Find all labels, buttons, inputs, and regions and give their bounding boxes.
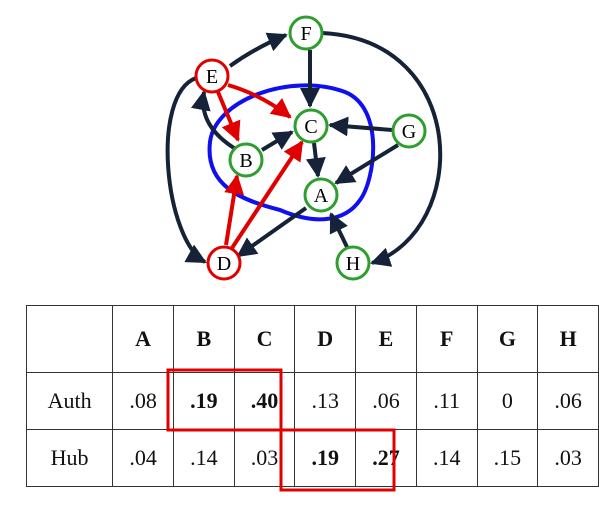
- row-label: Auth: [25, 372, 114, 430]
- cluster-outline: [207, 83, 376, 222]
- table-cell: .06: [537, 372, 599, 430]
- table-cell: .27: [355, 429, 417, 487]
- table-cell: .19: [294, 429, 357, 487]
- row-label: Hub: [25, 429, 114, 487]
- node-g: G: [391, 113, 427, 149]
- table-cell: 0: [476, 372, 539, 430]
- table-cell: .40: [233, 372, 296, 430]
- graph-diagram: F E C G B A D H: [165, 15, 443, 281]
- table-cell: .06: [355, 372, 417, 430]
- table-row-auth: Auth .08 .19 .40 .13 .06 .11 0 .06: [25, 372, 599, 430]
- node-e-label: E: [206, 66, 218, 88]
- edge-b-e: [190, 90, 236, 150]
- table-cell: .03: [537, 429, 599, 487]
- table-cell: .13: [294, 372, 357, 430]
- column-header: G: [476, 305, 539, 373]
- node-b: B: [228, 142, 264, 178]
- edge-h-a: [329, 212, 349, 248]
- node-f-label: F: [300, 23, 311, 45]
- table-corner-cell: [25, 305, 114, 373]
- node-c: C: [293, 108, 329, 144]
- table-row-hub: Hub .04 .14 .03 .19 .27 .14 .15 .03: [25, 429, 599, 487]
- scores-table: A B C D E F G H Auth .08 .19 .40 .13 .06…: [25, 305, 599, 487]
- column-header: A: [112, 305, 174, 373]
- table-cell: .03: [233, 429, 296, 487]
- edge-d-c: [230, 140, 304, 250]
- node-a: A: [303, 177, 339, 213]
- edge-e-c: [227, 83, 292, 119]
- edge-g-a: [334, 143, 400, 185]
- column-header: B: [172, 305, 235, 373]
- column-header: C: [233, 305, 296, 373]
- edge-a-d: [236, 206, 308, 258]
- node-h: H: [335, 245, 371, 281]
- edge-e-d: [165, 76, 207, 264]
- table-header-row: A B C D E F G H: [25, 305, 599, 373]
- edge-g-c: [328, 116, 393, 137]
- node-e: E: [194, 58, 230, 94]
- node-g-label: G: [402, 121, 416, 143]
- node-h-label: H: [346, 253, 360, 275]
- node-c-label: C: [304, 116, 317, 138]
- node-d-label: D: [217, 253, 231, 275]
- table-cell: .14: [172, 429, 235, 487]
- node-f: F: [288, 15, 324, 51]
- column-header: H: [537, 305, 599, 373]
- table-cell: .15: [476, 429, 539, 487]
- edge-d-b: [224, 174, 245, 246]
- edge-f-h: [321, 31, 443, 267]
- edge-b-c: [260, 130, 294, 152]
- table-cell: .11: [415, 372, 478, 430]
- table-cell: .19: [172, 372, 235, 430]
- edge-e-f: [228, 32, 288, 68]
- node-a-label: A: [314, 185, 329, 207]
- column-header: D: [294, 305, 357, 373]
- edge-c-a: [305, 142, 326, 178]
- table-cell: .08: [112, 372, 174, 430]
- column-header: F: [415, 305, 478, 373]
- table-cell: .14: [415, 429, 478, 487]
- node-d: D: [206, 245, 242, 281]
- node-b-label: B: [239, 150, 252, 172]
- column-header: E: [355, 305, 417, 373]
- edge-e-b: [216, 91, 241, 142]
- table-cell: .04: [112, 429, 174, 487]
